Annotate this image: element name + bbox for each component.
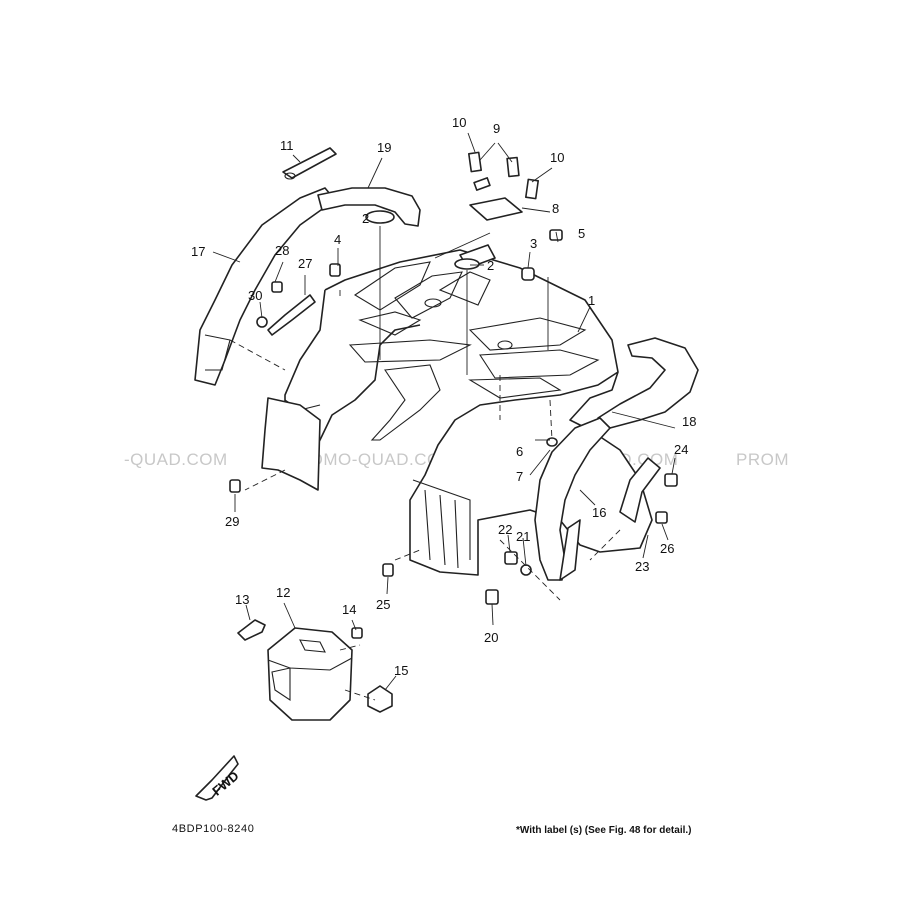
callout-29: 29 — [225, 514, 239, 529]
labels-part — [467, 151, 540, 221]
callout-28: 28 — [275, 243, 289, 258]
strap-part — [282, 147, 337, 180]
watermark-1: -QUAD.COM — [124, 450, 228, 469]
leader-lines — [212, 132, 676, 691]
callout-16: 16 — [592, 505, 606, 520]
rear-fender-part — [284, 249, 653, 576]
callout-14: 14 — [342, 602, 356, 617]
footnote: *With label (s) (See Fig. 48 for detail.… — [516, 825, 692, 836]
callout-25: 25 — [376, 597, 390, 612]
guard-box-part — [267, 627, 353, 721]
callout-1: 1 — [588, 293, 595, 308]
watermark-4: PROM — [736, 450, 789, 469]
callout-11: 11 — [280, 138, 294, 153]
fwd-arrow: FWD — [195, 755, 242, 801]
watermark-2: PROMO-QUAD.COM — [285, 450, 455, 469]
callout-20: 20 — [484, 630, 498, 645]
callout-18: 18 — [682, 414, 696, 429]
callout-9: 9 — [493, 121, 500, 136]
callout-22: 22 — [498, 522, 512, 537]
left-rail-part — [317, 187, 421, 227]
callout-17: 17 — [191, 244, 205, 259]
hardware-parts — [229, 210, 678, 713]
callout-5: 5 — [578, 226, 585, 241]
callout-8: 8 — [552, 201, 559, 216]
callout-30: 30 — [248, 288, 262, 303]
document-code: 4BDP100-8240 — [172, 823, 255, 835]
callout-2b: 2 — [362, 211, 369, 226]
clip-part — [237, 619, 266, 641]
fwd-label: FWD — [209, 768, 241, 799]
callout-24: 24 — [674, 442, 688, 457]
callout-26: 26 — [660, 541, 674, 556]
callout-2a: 2 — [487, 258, 494, 273]
callout-4: 4 — [334, 232, 341, 247]
callout-13: 13 — [235, 592, 249, 607]
callout-15: 15 — [394, 663, 408, 678]
callout-21: 21 — [516, 529, 530, 544]
callout-10a: 10 — [452, 115, 466, 130]
callouts: 1 2 2 3 4 5 6 7 8 9 10 10 11 12 13 14 15… — [191, 115, 696, 678]
callout-12: 12 — [276, 585, 290, 600]
callout-10b: 10 — [550, 150, 564, 165]
dash-lines — [229, 290, 621, 701]
callout-23: 23 — [635, 559, 649, 574]
callout-7: 7 — [516, 469, 523, 484]
callout-19: 19 — [377, 140, 391, 155]
callout-6: 6 — [516, 444, 523, 459]
callout-3: 3 — [530, 236, 537, 251]
right-flap-part — [534, 417, 611, 581]
callout-27: 27 — [298, 256, 312, 271]
